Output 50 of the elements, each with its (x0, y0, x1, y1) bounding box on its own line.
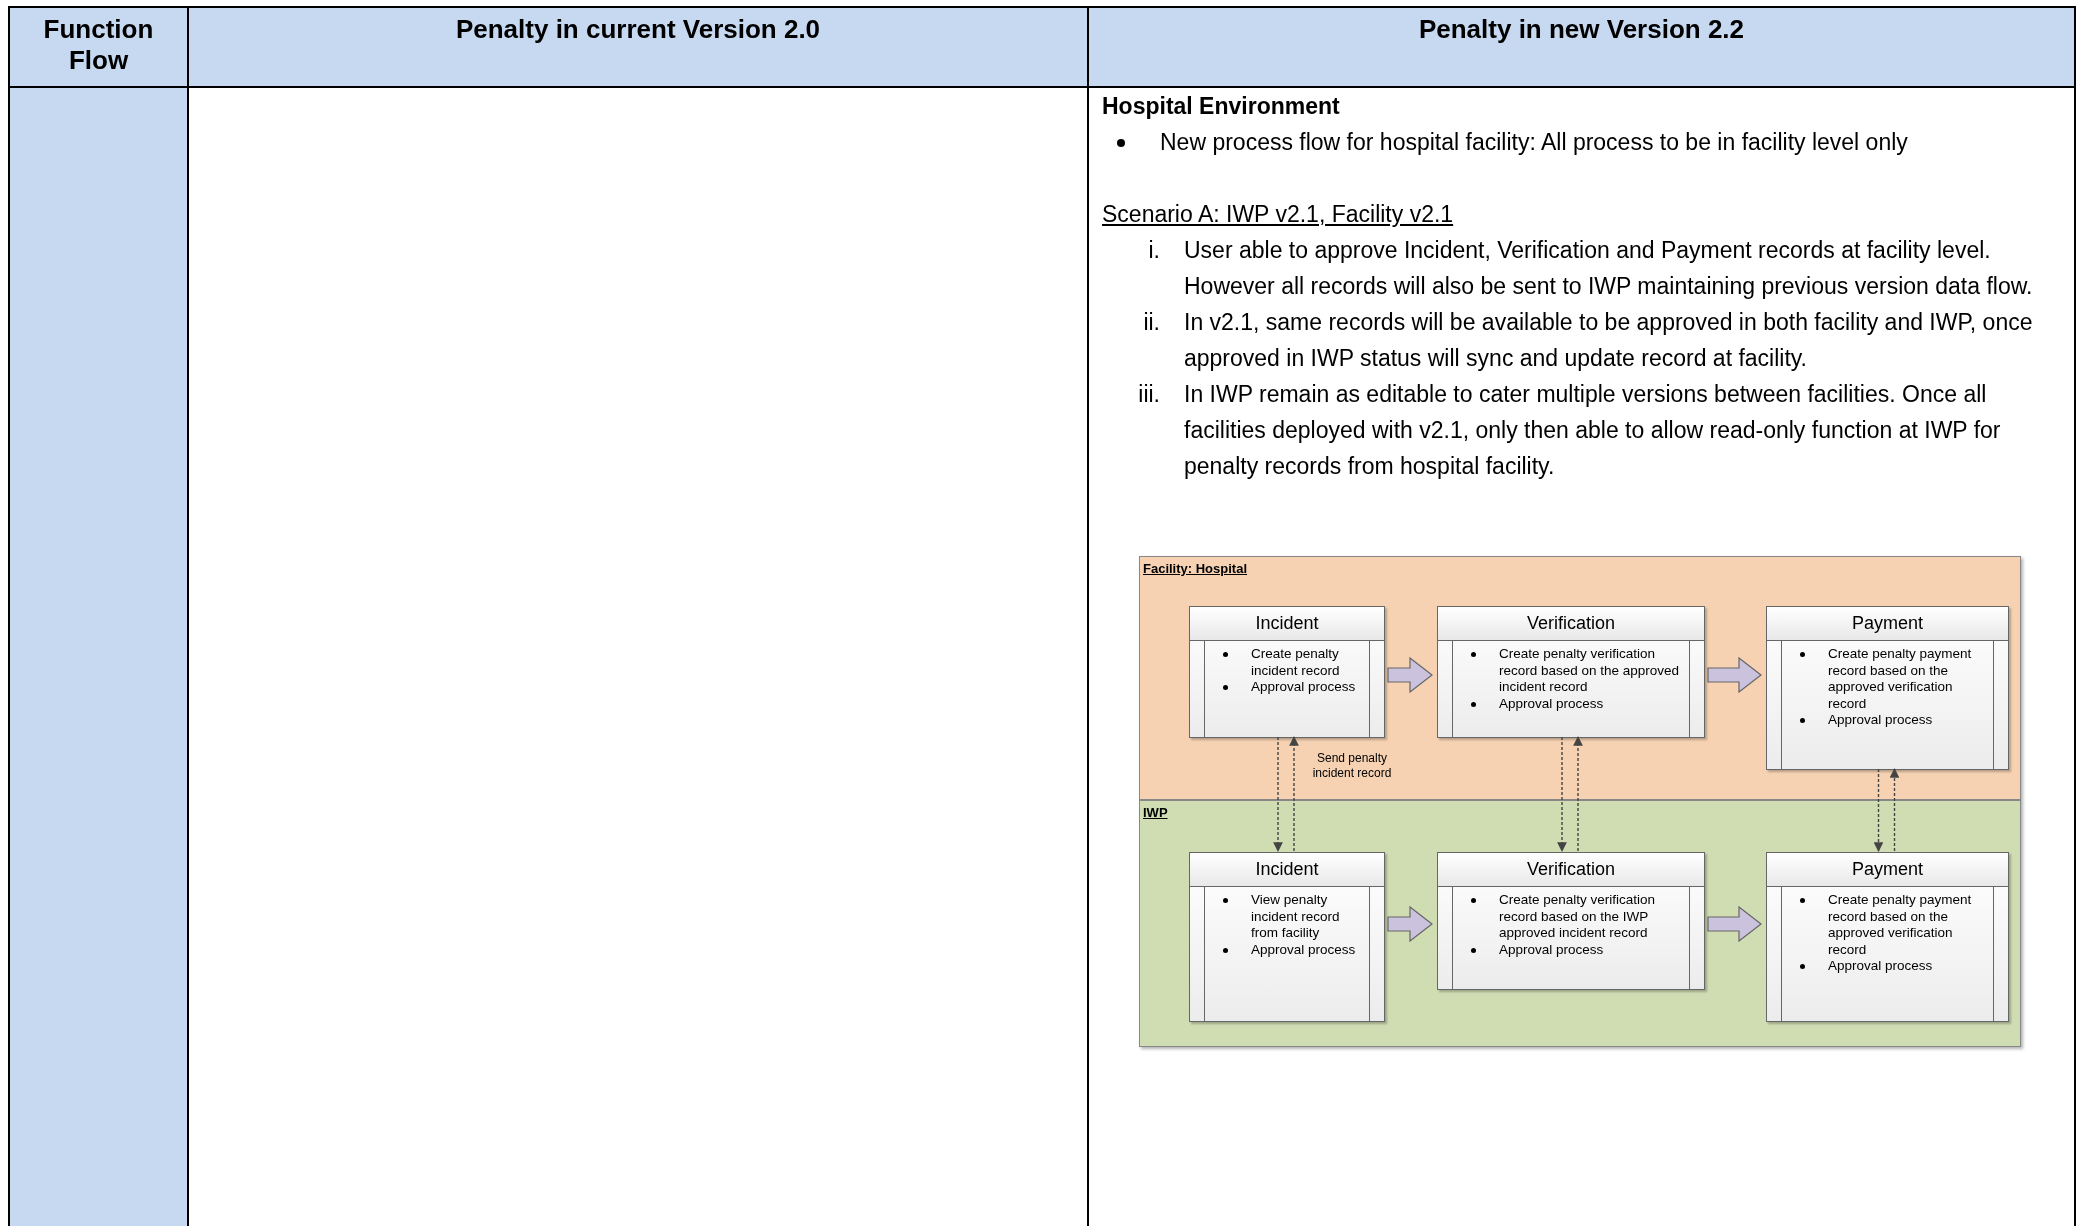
box-title: Incident (1190, 607, 1384, 641)
list-item-text: User able to approve Incident, Verification and Payment records at facility level. However all records will also be sent to IWP maintaining previous version data flow. (1184, 236, 2034, 301)
bullet-text: View penalty incident record from facility (1251, 892, 1340, 940)
list-numeral: ii. (1143, 308, 1161, 337)
process-box (1766, 606, 2009, 770)
bullet-text: Create penalty verification record based on the IWP approved incident record (1499, 892, 1656, 940)
bullet-text: New process flow for hospital facility: All process to be in facility level only (1160, 128, 1909, 157)
block-arrow (1707, 656, 1762, 694)
bullet-text: Approval process (1251, 679, 1356, 694)
list-item-text: In IWP remain as editable to cater multiple versions between facilities. Once all facilities deployed with v2.1, only then able to allow read-only function at IWP for penalty records from hospital facility. (1184, 380, 2002, 481)
block-arrow (1387, 905, 1433, 943)
arrow (1873, 768, 1884, 852)
list-numeral: i. (1148, 236, 1161, 265)
box-title: Verification (1438, 853, 1704, 887)
process-box (1766, 852, 2009, 1022)
table-header-cell: Function Flow (10, 8, 187, 86)
table-header-cell: Penalty in new Version 2.2 (1089, 8, 2074, 86)
arrow (1889, 768, 1900, 852)
arrow (1557, 736, 1567, 852)
lane-title: IWP (1143, 805, 1168, 820)
bullet-text: Create penalty payment record based on the approved verification record (1828, 646, 1972, 711)
swimlane-band (1139, 800, 2021, 1047)
bullet-text: Create penalty incident record (1251, 646, 1340, 678)
bullet-text: Approval process (1828, 712, 1933, 727)
bullet-text: Create penalty payment record based on the approved verification record (1828, 892, 1972, 957)
block-arrow (1387, 656, 1433, 694)
block-arrow (1707, 905, 1762, 943)
arrow (1573, 736, 1583, 852)
swimlane-band (1139, 556, 2021, 800)
process-box (1189, 852, 1385, 1022)
bullet-text: Create penalty verification record based on the approved incident record (1499, 646, 1680, 694)
process-box (1189, 606, 1385, 738)
scenario-heading: Scenario A: IWP v2.1, Facility v2.1 (1102, 200, 1455, 229)
bullet-text: Approval process (1499, 695, 1604, 711)
box-title: Verification (1438, 607, 1704, 641)
bullet-text: Approval process (1499, 941, 1604, 957)
table-header-cell: Penalty in current Version 2.0 (189, 8, 1087, 86)
process-box (1437, 606, 1705, 738)
lane-title: Facility: Hospital (1143, 561, 1248, 576)
bullet-text: Approval process (1828, 958, 1933, 973)
list-item-text: In v2.1, same records will be available to be approved in both facility and IWP, once approved in IWP status will sync and update record at facility. (1184, 308, 2034, 373)
section-heading: Hospital Environment (1102, 92, 1341, 121)
arrow (1273, 736, 1283, 852)
process-box (1437, 852, 1705, 990)
box-title: Payment (1767, 607, 2008, 641)
list-numeral: iii. (1138, 380, 1161, 409)
bullet-text: Approval process (1251, 941, 1356, 957)
box-title: Payment (1767, 853, 2008, 887)
box-title: Incident (1190, 853, 1384, 887)
arrow (1289, 736, 1299, 852)
